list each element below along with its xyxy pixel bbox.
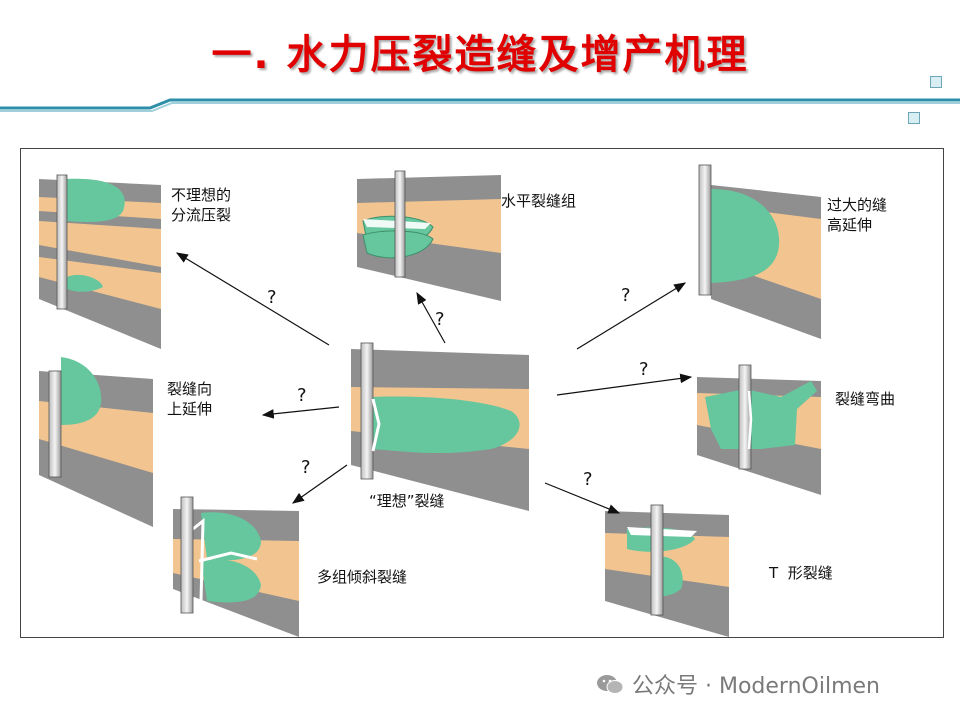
arrows [175,252,693,514]
decor-square-2 [908,112,920,124]
label-tortuous: 裂缝弯曲 [835,390,896,408]
block-mid-left [39,357,153,527]
question-mark-3: ? [621,285,631,306]
label-upward-growth: 裂缝向 上延伸 [167,380,213,418]
block-center [351,342,529,511]
block-top-left [39,174,161,349]
watermark: 公众号 · ModernOilmen [596,668,880,700]
question-mark-2: ? [435,309,445,330]
page-title: 一. 水力压裂造缝及增产机理 [211,32,749,78]
label-ideal: “理想”裂缝 [369,492,445,510]
label-diverted-frac: 不理想的 分流压裂 [171,186,232,224]
question-mark-7: ? [583,469,593,490]
question-mark-6: ? [301,457,311,478]
decor-square-1 [930,76,942,88]
wechat-icon [597,675,624,694]
title-underline [0,98,960,112]
label-inclined: 多组倾斜裂缝 [317,568,408,586]
block-bottom-right [605,504,729,637]
question-mark-5: ? [639,359,649,380]
fracture-diagram [39,164,821,637]
block-mid-right [697,364,821,495]
question-mark-4: ? [297,385,307,406]
watermark-text: 公众号 · ModernOilmen [632,674,880,699]
block-top-center [357,170,501,301]
label-horizontal-fractures: 水平裂缝组 [501,192,577,210]
diagram-panel: 不理想的 分流压裂 水平裂缝组 过大的缝 高延伸 裂缝向 上延伸 裂缝弯曲 “理… [20,148,944,638]
question-mark-1: ? [267,287,277,308]
label-height-growth: 过大的缝 高延伸 [827,196,888,234]
block-top-right [698,164,821,339]
block-bottom-left [173,496,299,637]
label-t-shaped: T 形裂缝 [769,564,833,582]
